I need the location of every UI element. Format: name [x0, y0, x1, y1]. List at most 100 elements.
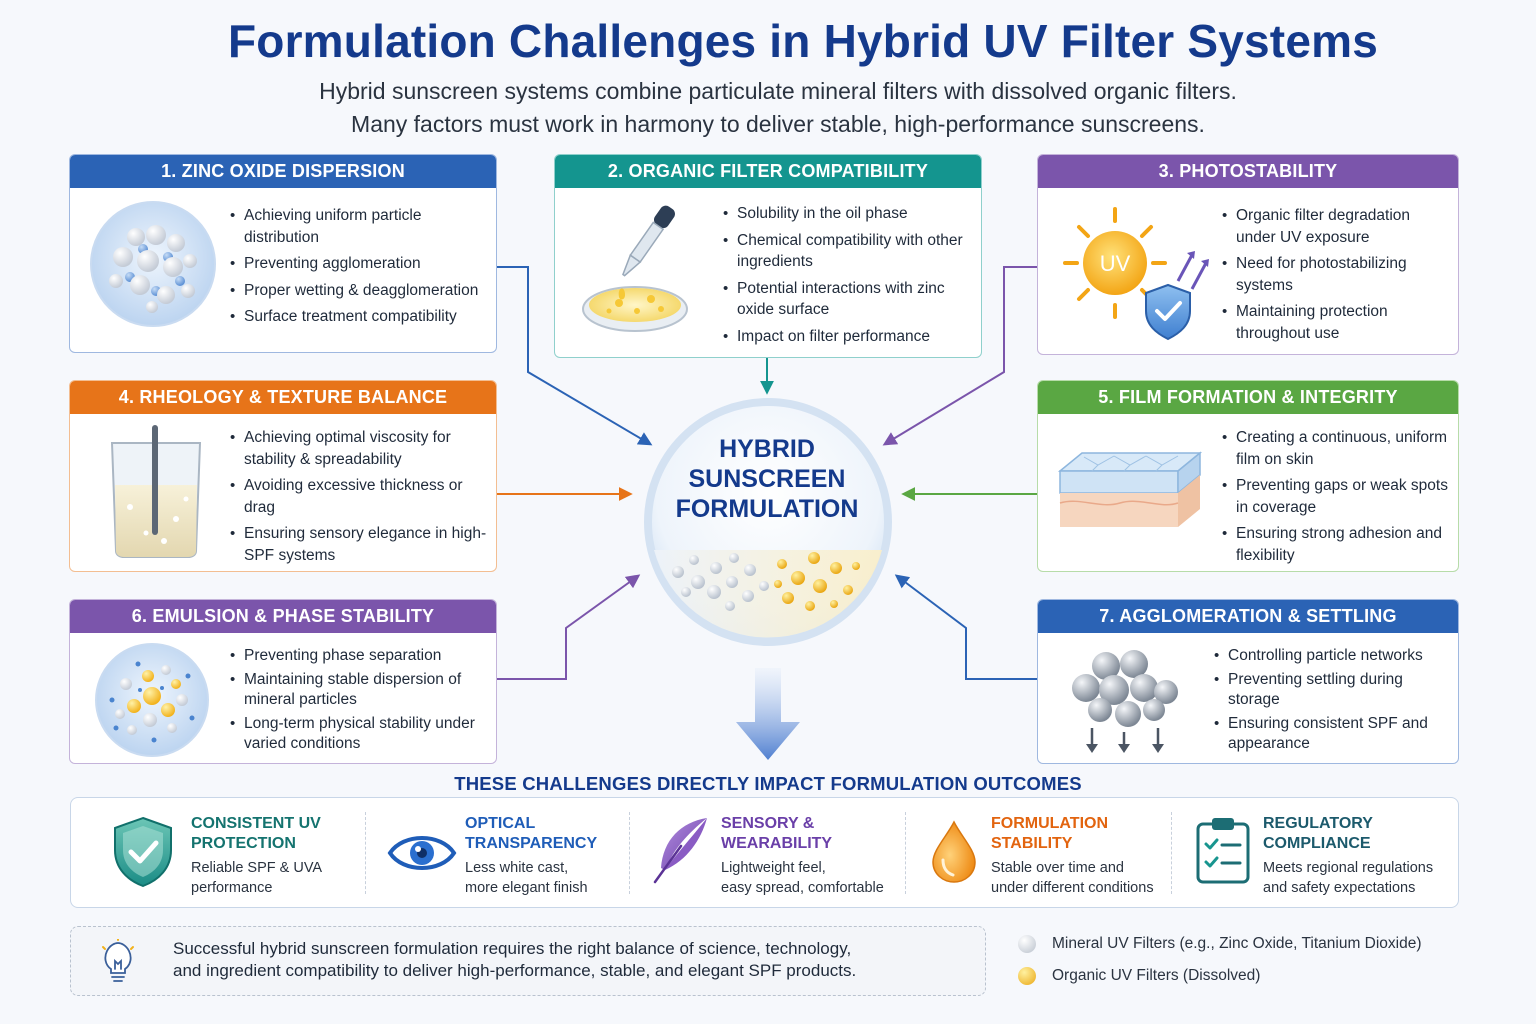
settling-particles-icon: [1072, 650, 1178, 753]
dropper-dish-icon: [582, 205, 688, 332]
card-2-bullets: Solubility in the oil phase Chemical com…: [723, 203, 973, 352]
outcome-3-desc-line: easy spread, comfortable: [721, 880, 884, 896]
droplet-icon: [932, 820, 976, 883]
outcome-3-title: SENSORY & WEARABILITY: [721, 814, 832, 854]
card-4-bullet: Ensuring sensory elegance in high-SPF sy…: [230, 523, 490, 566]
card-2-bullet: Impact on filter performance: [723, 326, 973, 348]
impact-divider: [365, 812, 366, 894]
impact-outcomes-box: CONSISTENT UV PROTECTION Reliable SPF & …: [70, 797, 1459, 908]
card-5-bullet: Creating a continuous, uniform film on s…: [1222, 427, 1452, 470]
outcome-4-desc-line: Stable over time and: [991, 860, 1124, 876]
down-arrow-icon: [736, 668, 800, 760]
page-title: Formulation Challenges in Hybrid UV Filt…: [227, 15, 1378, 67]
skin-film-layer-icon: [1057, 451, 1203, 527]
impact-section-title: THESE CHALLENGES DIRECTLY IMPACT FORMULA…: [454, 773, 1082, 794]
outcome-1-title-line: PROTECTION: [191, 835, 296, 852]
outcome-1-title-line: CONSISTENT UV: [191, 815, 321, 832]
card-1-bullet: Preventing agglomeration: [230, 253, 490, 275]
card-3-bullets: Organic filter degradation under UV expo…: [1222, 205, 1452, 349]
card-2-title: 2. ORGANIC FILTER COMPATIBILITY: [555, 155, 981, 188]
card-6-bullet: Long-term physical stability under varie…: [230, 714, 490, 755]
outcome-3-title-line: WEARABILITY: [721, 835, 833, 852]
subtitle-line-1: Hybrid sunscreen systems combine particu…: [319, 78, 1237, 104]
outcome-4-desc-line: under different conditions: [991, 880, 1154, 896]
center-line-2: SUNSCREEN: [688, 465, 846, 493]
emulsion-droplets-icon: [95, 643, 209, 757]
card-5-bullets: Creating a continuous, uniform film on s…: [1222, 427, 1452, 571]
outcome-1-desc: Reliable SPF & UVA performance: [191, 858, 322, 898]
card-2-bullet: Chemical compatibility with other ingred…: [723, 230, 973, 273]
card-2-bullet: Solubility in the oil phase: [723, 203, 973, 225]
outcome-4-title: FORMULATION STABILITY: [991, 814, 1108, 854]
outcome-3-desc: Lightweight feel, easy spread, comfortab…: [721, 858, 884, 898]
outcome-5-desc-line: Meets regional regulations: [1263, 860, 1434, 876]
card-7-bullets: Controlling particle networks Preventing…: [1214, 646, 1454, 758]
card-6-bullets: Preventing phase separation Maintaining …: [230, 646, 490, 758]
uv-label: UV: [1100, 251, 1131, 276]
outcome-optical-transparency: OPTICAL TRANSPARENCY Less white cast, mo…: [367, 798, 629, 906]
card-photostability: 3. PHOTOSTABILITY UV Organic filter degr…: [1037, 154, 1459, 355]
card-organic-filter-compatibility: 2. ORGANIC FILTER COMPATIBILITY Solubili…: [554, 154, 982, 358]
outcome-4-title-line: FORMULATION: [991, 815, 1109, 832]
footer-note-box: Successful hybrid sunscreen formulation …: [70, 926, 986, 996]
card-rheology-texture-balance: 4. RHEOLOGY & TEXTURE BALANCE Achieving …: [69, 380, 497, 572]
outcome-3-title-line: SENSORY &: [721, 815, 815, 832]
arrow-6: [497, 574, 641, 680]
card-6-bullet: Preventing phase separation: [230, 646, 490, 667]
card-7-title: 7. AGGLOMERATION & SETTLING: [1038, 600, 1458, 633]
card-5-title: 5. FILM FORMATION & INTEGRITY: [1038, 381, 1458, 414]
footer-line-1: Successful hybrid sunscreen formulation …: [173, 939, 852, 958]
particle-dispersion-icon: [90, 201, 216, 327]
outcome-2-title-line: OPTICAL: [465, 815, 536, 832]
outcome-5-desc: Meets regional regulations and safety ex…: [1263, 858, 1433, 898]
arrow-7: [894, 574, 1037, 680]
center-formulation-circle: [644, 398, 892, 646]
card-6-bullet: Maintaining stable dispersion of mineral…: [230, 670, 490, 711]
feather-icon: [653, 818, 707, 884]
uv-sun-shield-icon: UV: [1063, 207, 1209, 341]
outcome-regulatory-compliance: REGULATORY COMPLIANCE Meets regional reg…: [1173, 798, 1457, 906]
legend-organic-label: Organic UV Filters (Dissolved): [1052, 967, 1261, 984]
outcome-4-desc: Stable over time and under different con…: [991, 858, 1154, 898]
card-4-bullet: Avoiding excessive thickness or drag: [230, 475, 490, 518]
card-zinc-oxide-dispersion: 1. ZINC OXIDE DISPERSION Achieving unifo…: [69, 154, 497, 353]
outcome-2-desc-line: more elegant finish: [465, 880, 588, 896]
impact-divider: [1171, 812, 1172, 894]
card-7-bullet: Controlling particle networks: [1214, 646, 1454, 667]
card-5-bullet: Preventing gaps or weak spots in coverag…: [1222, 475, 1452, 518]
legend-mineral-label: Mineral UV Filters (e.g., Zinc Oxide, Ti…: [1052, 935, 1422, 952]
impact-divider: [905, 812, 906, 894]
card-6-title: 6. EMULSION & PHASE STABILITY: [70, 600, 496, 633]
outcome-2-title-line: TRANSPARENCY: [465, 835, 598, 852]
outcome-1-desc-line: Reliable SPF & UVA: [191, 860, 323, 876]
shield-check-icon: [114, 816, 172, 888]
card-1-bullet: Proper wetting & deagglomeration: [230, 280, 490, 302]
card-1-bullet: Achieving uniform particle distribution: [230, 205, 490, 248]
center-line-3: FORMULATION: [675, 495, 859, 523]
card-emulsion-phase-stability: 6. EMULSION & PHASE STABILITY Preventing…: [69, 599, 497, 764]
card-3-title: 3. PHOTOSTABILITY: [1038, 155, 1458, 188]
card-7-bullet: Ensuring consistent SPF and appearance: [1214, 714, 1454, 755]
card-3-bullet: Need for photostabilizing systems: [1222, 253, 1452, 296]
outcome-consistent-uv-protection: CONSISTENT UV PROTECTION Reliable SPF & …: [71, 798, 361, 906]
footer-text: Successful hybrid sunscreen formulation …: [173, 938, 973, 982]
card-2-bullet: Potential interactions with zinc oxide s…: [723, 278, 973, 321]
card-film-formation-integrity: 5. FILM FORMATION & INTEGRITY Creating a…: [1037, 380, 1459, 572]
card-1-bullet: Surface treatment compatibility: [230, 306, 490, 328]
arrow-3: [882, 266, 1037, 446]
card-agglomeration-settling: 7. AGGLOMERATION & SETTLING Controlling …: [1037, 599, 1459, 764]
outcome-1-desc-line: performance: [191, 880, 273, 896]
legend-organic-swatch: [1018, 967, 1036, 985]
eye-icon: [387, 836, 457, 870]
outcome-2-title: OPTICAL TRANSPARENCY: [465, 814, 597, 854]
outcome-2-desc-line: Less white cast,: [465, 860, 569, 876]
arrow-1: [497, 266, 653, 446]
footer-line-2: and ingredient compatibility to deliver …: [173, 961, 857, 980]
outcome-3-desc-line: Lightweight feel,: [721, 860, 826, 876]
card-5-bullet: Ensuring strong adhesion and flexibility: [1222, 523, 1452, 566]
card-4-bullet: Achieving optimal viscosity for stabilit…: [230, 427, 490, 470]
card-4-bullets: Achieving optimal viscosity for stabilit…: [230, 427, 490, 571]
outcome-5-title: REGULATORY COMPLIANCE: [1263, 814, 1373, 854]
outcome-1-title: CONSISTENT UV PROTECTION: [191, 814, 321, 854]
